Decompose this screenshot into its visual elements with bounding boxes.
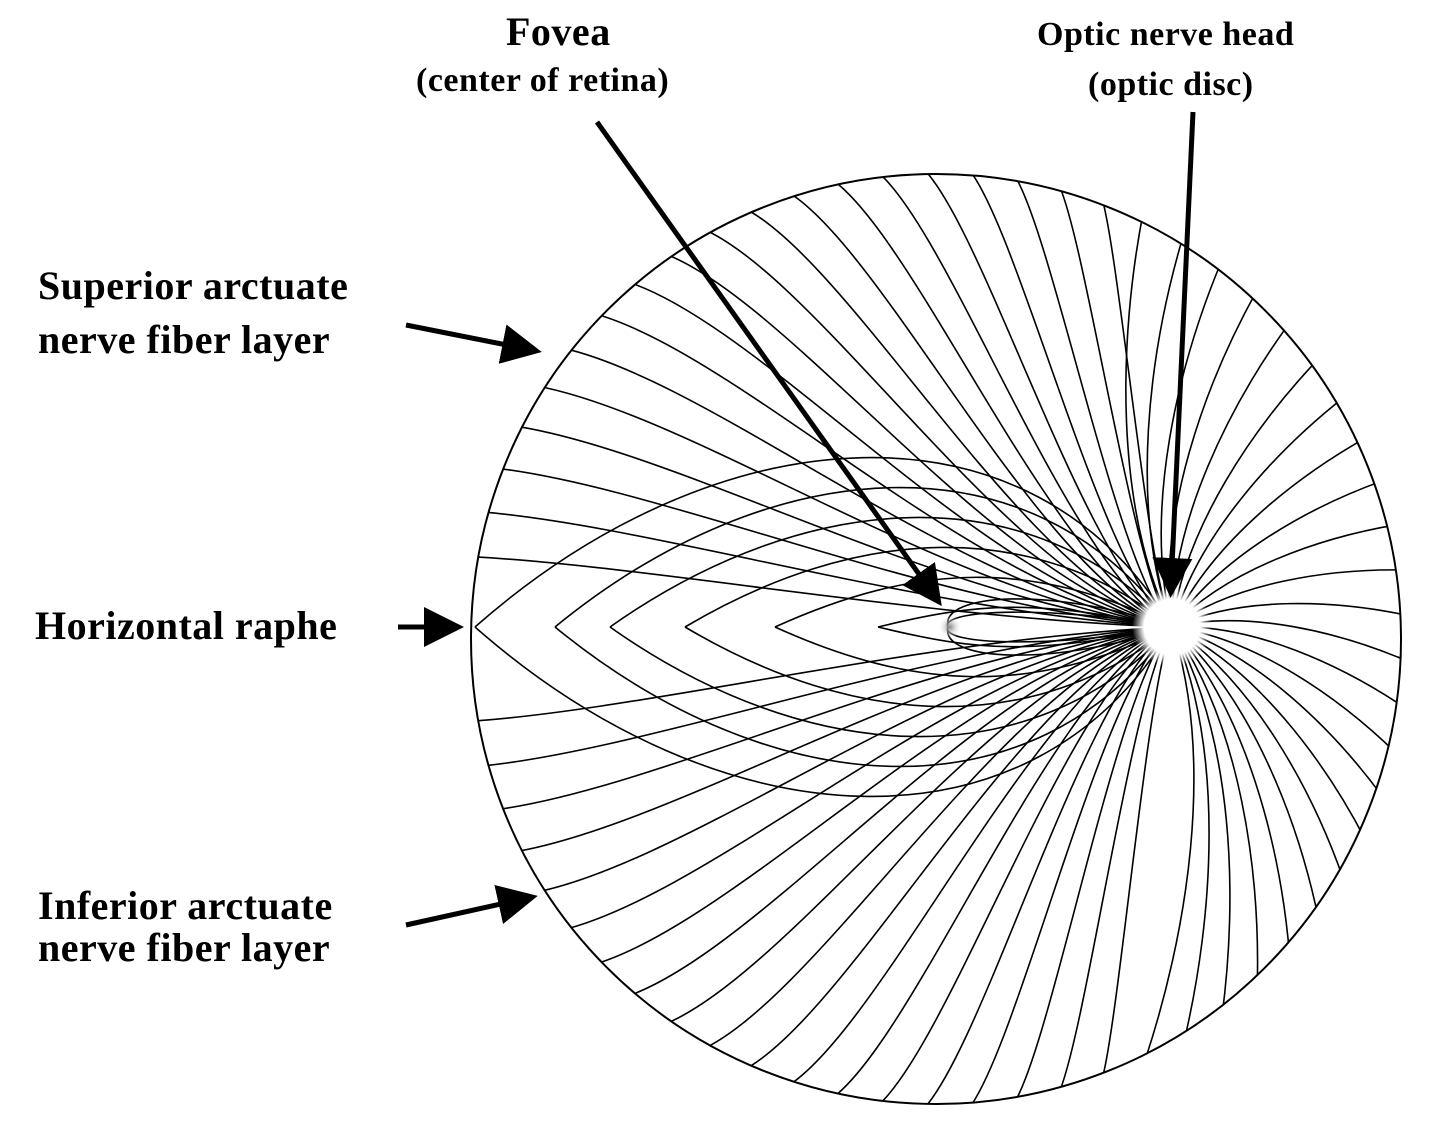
- inferior-arcuate-fiber: [873, 626, 1173, 1104]
- superior-label-line2: nerve fiber layer: [38, 317, 331, 362]
- superior-arcuate-fiber: [783, 188, 1173, 628]
- superior-arcuate-fiber: [512, 424, 1173, 628]
- inferior-arcuate-fiber: [1171, 626, 1231, 1018]
- superior-raphe-fiber: [554, 486, 1173, 628]
- optic-disc: [1132, 587, 1212, 667]
- superior-arcuate-fiber: [919, 174, 1173, 628]
- inferior-arcuate-fiber: [512, 626, 1173, 854]
- inferior-label-line1: Inferior arctuate: [38, 883, 333, 928]
- fovea-arrow: [594, 120, 942, 607]
- inferior-arcuate-fiber: [471, 626, 1173, 723]
- inferior-label-line2: nerve fiber layer: [38, 925, 331, 970]
- superior-raphe-fiber: [474, 456, 1173, 628]
- inferior-arcuate-fiber: [1142, 626, 1195, 1066]
- inferior-arcuate-fiber: [965, 626, 1173, 1104]
- superior-arcuate-fiber: [561, 347, 1173, 628]
- inferior-arcuate-fiber: [1011, 626, 1173, 1104]
- raphe-label: Horizontal raphe: [35, 603, 338, 648]
- optic-nerve-head-label: Optic nerve head: [1037, 16, 1295, 53]
- inferior-arcuate-fiber: [1171, 626, 1345, 882]
- inferior-arcuate-fiber: [783, 626, 1173, 1089]
- inferior-arcuate-fiber: [479, 626, 1173, 768]
- superior-raphe-fiber: [609, 516, 1173, 628]
- inferior-arcuate-fiber: [919, 626, 1173, 1104]
- inferior-arcuate-fiber: [561, 626, 1173, 931]
- inferior-arrow: [405, 884, 538, 928]
- superior-arrow: [405, 322, 542, 364]
- superior-arcuate-fiber: [471, 555, 1173, 628]
- inferior-arcuate-fiber: [534, 626, 1173, 894]
- inferior-arcuate-fiber: [740, 626, 1173, 1073]
- superior-arcuate-fiber: [479, 510, 1173, 628]
- optic-disc-sublabel: (optic disc): [1088, 66, 1254, 103]
- superior-arcuate-fiber: [1125, 212, 1173, 628]
- superior-arcuate-fiber: [660, 251, 1173, 628]
- nerve-fibers: [471, 174, 1401, 1104]
- inferior-arcuate-fiber: [827, 626, 1173, 1102]
- inferior-arcuate-fiber: [624, 626, 1173, 998]
- inferior-arcuate-fiber: [1171, 626, 1291, 956]
- superior-arcuate-fiber: [591, 312, 1173, 628]
- inferior-arcuate-fiber: [1056, 626, 1173, 1099]
- superior-arcuate-fiber: [1011, 174, 1173, 628]
- fovea-sublabel: (center of retina): [416, 62, 670, 99]
- superior-label-line1: Superior arctuate: [38, 263, 349, 308]
- superior-arcuate-fiber: [873, 174, 1173, 628]
- superior-arcuate-fiber: [624, 280, 1173, 628]
- fovea-spot: [938, 615, 962, 639]
- inferior-arcuate-fiber: [591, 626, 1173, 966]
- inferior-arcuate-fiber: [699, 626, 1173, 1052]
- superior-arcuate-fiber: [965, 174, 1173, 628]
- inferior-raphe-fiber: [684, 626, 1173, 708]
- inferior-arcuate-fiber: [1171, 626, 1320, 920]
- inferior-arcuate-fiber: [1171, 626, 1210, 1044]
- optic-disc-arrow: [1152, 111, 1196, 598]
- fovea-label: Fovea: [506, 9, 611, 54]
- superior-arcuate-fiber: [493, 467, 1173, 628]
- superior-arcuate-fiber: [534, 384, 1173, 628]
- retina-outline: [470, 173, 1402, 1105]
- superior-arcuate-fiber: [740, 205, 1173, 628]
- inferior-arcuate-fiber: [493, 626, 1173, 811]
- inferior-arcuate-fiber: [1171, 626, 1259, 989]
- superior-arcuate-fiber: [827, 176, 1173, 628]
- inferior-arcuate-fiber: [660, 626, 1173, 1027]
- superior-arcuate-fiber: [699, 226, 1173, 628]
